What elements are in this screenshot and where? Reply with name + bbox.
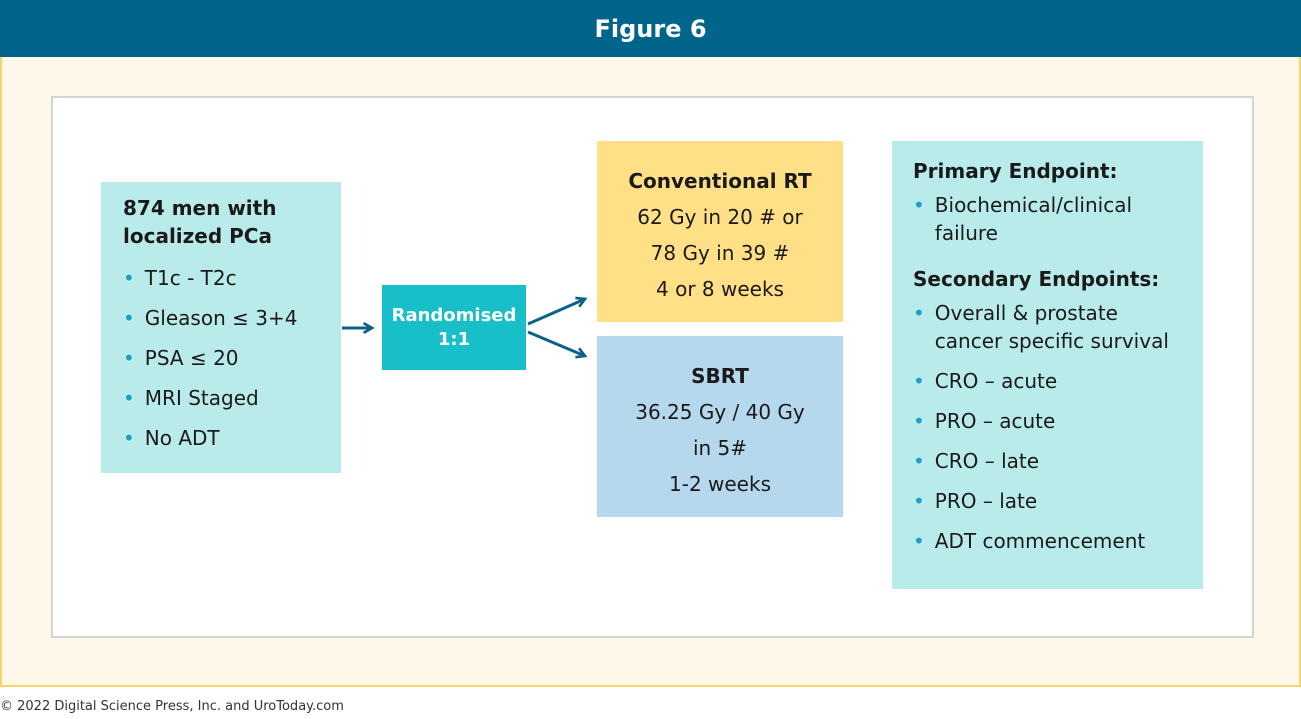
bullet-icon: • (913, 489, 925, 513)
bullet-icon: • (913, 369, 925, 393)
bullet-icon: • (913, 449, 925, 473)
figure-title: Figure 6 (594, 14, 707, 43)
population-box: 874 men with localized PCa •T1c - T2c •G… (101, 182, 341, 473)
sbrt-line: 36.25 Gy / 40 Gy (635, 400, 805, 424)
endpoint-item: •Biochemical/clinical failure (913, 193, 1133, 245)
copyright-text: © 2022 Digital Science Press, Inc. and U… (0, 699, 344, 714)
conventional-rt-line: 62 Gy in 20 # or (637, 205, 803, 229)
sbrt-line: in 5# (692, 436, 748, 460)
randomised-ratio: 1:1 (437, 328, 471, 350)
endpoint-item: •CRO – acute (913, 369, 1058, 393)
arrow-to-sbrt (527, 330, 585, 356)
bullet-icon: • (913, 409, 925, 433)
endpoint-item: •ADT commencement (913, 529, 1146, 553)
bullet-icon: • (913, 193, 925, 217)
arrow-to-conventional (527, 299, 585, 326)
endpoint-item: •PRO – acute (913, 409, 1056, 433)
endpoint-item: •CRO – late (913, 449, 1040, 473)
endpoints-box: Primary Endpoint: •Biochemical/clinical … (892, 141, 1203, 589)
conventional-rt-line: 78 Gy in 39 # (650, 241, 790, 265)
bullet-icon: • (123, 266, 135, 290)
population-title: 874 men with localized PCa (123, 196, 277, 248)
criteria-item: •PSA ≤ 20 (123, 346, 239, 370)
criteria-item: •Gleason ≤ 3+4 (123, 306, 298, 330)
endpoint-item: •Overall & prostate cancer specific surv… (913, 301, 1169, 353)
sbrt-title: SBRT (691, 364, 749, 388)
bullet-icon: • (123, 386, 135, 410)
figure-header: Figure 6 (0, 0, 1301, 57)
primary-endpoint-list: •Biochemical/clinical failure (913, 191, 1191, 247)
conventional-rt-title: Conventional RT (628, 169, 812, 193)
sbrt-box: SBRT 36.25 Gy / 40 Gy in 5# 1-2 weeks (597, 336, 843, 517)
criteria-list: •T1c - T2c •Gleason ≤ 3+4 •PSA ≤ 20 •MRI… (123, 258, 331, 458)
randomised-box: Randomised 1:1 (382, 285, 526, 370)
criteria-item: •MRI Staged (123, 386, 259, 410)
bullet-icon: • (913, 301, 925, 325)
conventional-rt-line: 4 or 8 weeks (656, 277, 784, 301)
bullet-icon: • (123, 426, 135, 450)
secondary-endpoints-list: •Overall & prostate cancer specific surv… (913, 299, 1191, 555)
sbrt-line: 1-2 weeks (669, 472, 771, 496)
randomised-label: Randomised (391, 304, 517, 326)
secondary-endpoints-title: Secondary Endpoints: (913, 267, 1160, 291)
primary-endpoint-title: Primary Endpoint: (913, 159, 1118, 183)
criteria-item: •No ADT (123, 426, 220, 450)
endpoint-item: •PRO – late (913, 489, 1038, 513)
bullet-icon: • (123, 306, 135, 330)
bullet-icon: • (123, 346, 135, 370)
conventional-rt-box: Conventional RT 62 Gy in 20 # or 78 Gy i… (597, 141, 843, 322)
criteria-item: •T1c - T2c (123, 266, 237, 290)
bullet-icon: • (913, 529, 925, 553)
